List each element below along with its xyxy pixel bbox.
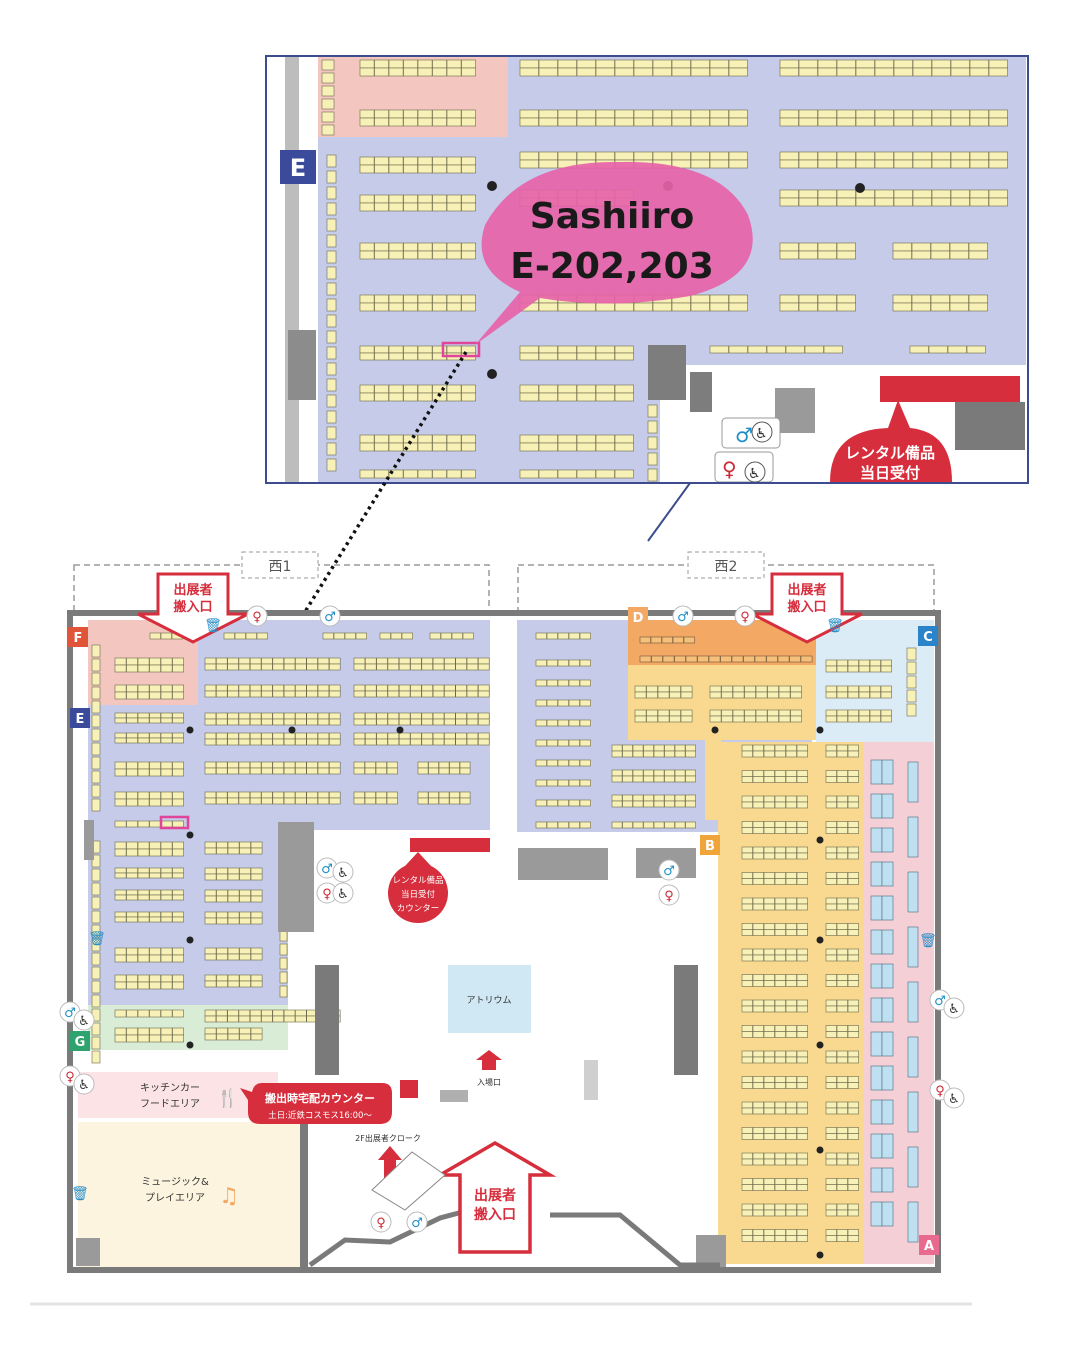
- female-restroom-icon: ♀: [740, 610, 750, 625]
- accessible-icon: ♿: [948, 1092, 960, 1107]
- female-restroom-icon: ♀: [935, 1084, 945, 1099]
- zone-f-marker: [68, 627, 88, 647]
- hall-west1-label: 西1: [269, 559, 292, 575]
- entrance-label-2: 搬入口: [787, 599, 826, 615]
- atrium-label: アトリウム: [466, 995, 511, 1006]
- cloak-label: 2F出展者クローク: [355, 1133, 421, 1143]
- accessible-icon: ♿: [78, 1078, 90, 1093]
- entrance-label: 入場口: [477, 1077, 501, 1087]
- zone-d-marker: [628, 607, 648, 627]
- inset-map: ♂ ♿ ♀ ♿ E Sashiiro E-202,203 レンタル備品 当日受付: [265, 55, 1029, 484]
- rental-counter-line3: カウンター: [397, 904, 440, 914]
- pillars: [186, 726, 824, 1259]
- entrance-label-1: 出展者: [474, 1187, 516, 1204]
- male-restroom-icon: ♂: [934, 994, 946, 1009]
- rental-counter-bubble: レンタル備品 当日受付 カウンター: [388, 852, 448, 923]
- trash-icons: 🗑 🗑 🗑 🗑 🗑: [71, 618, 937, 1202]
- entrance-label-2: 搬入口: [173, 599, 212, 615]
- inset-highlight-booth: [441, 341, 481, 358]
- female-restroom-icon: ♀: [322, 887, 332, 902]
- zone-letter: D: [633, 611, 644, 626]
- female-restroom-icon: ♀: [664, 889, 674, 904]
- entrance-label-1: 出展者: [787, 582, 826, 598]
- main-map: 西1 西2: [59, 551, 965, 1273]
- exhibitor-entrance-west2[interactable]: 出展者 搬入口: [751, 572, 863, 644]
- inset-rental-counter: [880, 376, 1020, 402]
- rental-counter-line2: 当日受付: [401, 889, 436, 900]
- accessible-icon: ♿: [755, 426, 768, 442]
- trash-icon: 🗑: [71, 1186, 89, 1202]
- music-note-icon: ♫: [219, 1184, 239, 1209]
- zone-letter: E: [76, 712, 85, 727]
- male-restroom-icon: ♂: [663, 864, 675, 879]
- fork-knife-icon: 🍴: [217, 1087, 239, 1109]
- zone-letter: A: [924, 1239, 934, 1254]
- zone-c-marker: [918, 626, 938, 646]
- female-restroom-icon: ♀: [252, 610, 262, 625]
- entrance-label-1: 出展者: [173, 582, 212, 598]
- exhibitor-entrance-west1[interactable]: 出展者 搬入口: [137, 572, 249, 644]
- delivery-counter-title: 搬出時宅配カウンター: [265, 1091, 375, 1105]
- female-restroom-icon: ♀: [376, 1216, 386, 1231]
- female-restroom-icon: ♀: [722, 457, 737, 481]
- atrium-area: [448, 965, 531, 1033]
- entrance-label-2: 搬入口: [474, 1206, 516, 1223]
- zone-letter: G: [75, 1035, 86, 1050]
- dotted-connector: [174, 351, 468, 821]
- highlight-booth: [159, 815, 190, 830]
- callout-booth: E-202,203: [510, 246, 714, 287]
- hall-west2-label: 西2: [715, 559, 738, 575]
- zone-letter: F: [74, 631, 83, 646]
- zone-b-marker: [700, 835, 720, 855]
- main-booth-grid: [91, 632, 919, 1243]
- kitchen-label-1: キッチンカー: [140, 1082, 200, 1094]
- inset-rental-bubble: [830, 400, 952, 482]
- male-restroom-icon: ♂: [411, 1216, 423, 1231]
- trash-icon: 🗑: [826, 618, 844, 634]
- callout-bubble: [475, 161, 753, 345]
- accessible-icon: ♿: [948, 1002, 960, 1017]
- zone-a-marker: [919, 1235, 939, 1255]
- trash-icon: 🗑: [204, 618, 222, 634]
- female-restroom-icon: ♀: [65, 1070, 75, 1085]
- male-restroom-icon: ♂: [677, 610, 689, 625]
- rental-counter-line1: レンタル備品: [392, 875, 443, 886]
- zone-letter: C: [923, 630, 933, 645]
- music-play-area: [78, 1122, 304, 1267]
- inset-restroom-icons: ♂ ♿ ♀ ♿: [714, 417, 781, 483]
- exhibitor-entrance-main[interactable]: 出展者 搬入口: [433, 1140, 557, 1254]
- inset-zone-letter: E: [290, 154, 306, 182]
- zone-e-marker: [70, 708, 90, 728]
- male-restroom-icon: ♂: [735, 423, 753, 447]
- inset-rental-line2: 当日受付: [860, 464, 920, 482]
- accessible-icon: ♿: [337, 887, 349, 902]
- accessible-icon: ♿: [78, 1014, 90, 1029]
- trash-icon: 🗑: [88, 931, 106, 947]
- inset-zone-e-marker: [280, 150, 316, 184]
- inset-pointer: [647, 482, 1028, 542]
- male-restroom-icon: ♂: [324, 610, 336, 625]
- male-restroom-icon: ♂: [321, 862, 333, 877]
- trash-icon: 🗑: [919, 933, 937, 949]
- callout-name: Sashiiro: [530, 196, 694, 237]
- entrance-arrow-icon: [476, 1050, 502, 1070]
- accessible-icon: ♿: [337, 866, 349, 881]
- delivery-counter-hours: 土日:近鉄コスモス16:00〜: [268, 1110, 372, 1121]
- accessible-icon: ♿: [748, 466, 761, 482]
- music-label-2: プレイエリア: [145, 1192, 205, 1204]
- music-label-1: ミュージック&: [141, 1176, 209, 1188]
- zone-g-marker: [70, 1031, 90, 1051]
- kitchen-label-2: フードエリア: [140, 1099, 200, 1110]
- male-restroom-icon: ♂: [64, 1006, 76, 1021]
- rental-counter-block: [410, 838, 490, 852]
- delivery-counter-label: 搬出時宅配カウンター 土日:近鉄コスモス16:00〜: [240, 1083, 392, 1124]
- inset-rental-line1: レンタル備品: [845, 444, 935, 462]
- zone-letter: B: [705, 839, 715, 854]
